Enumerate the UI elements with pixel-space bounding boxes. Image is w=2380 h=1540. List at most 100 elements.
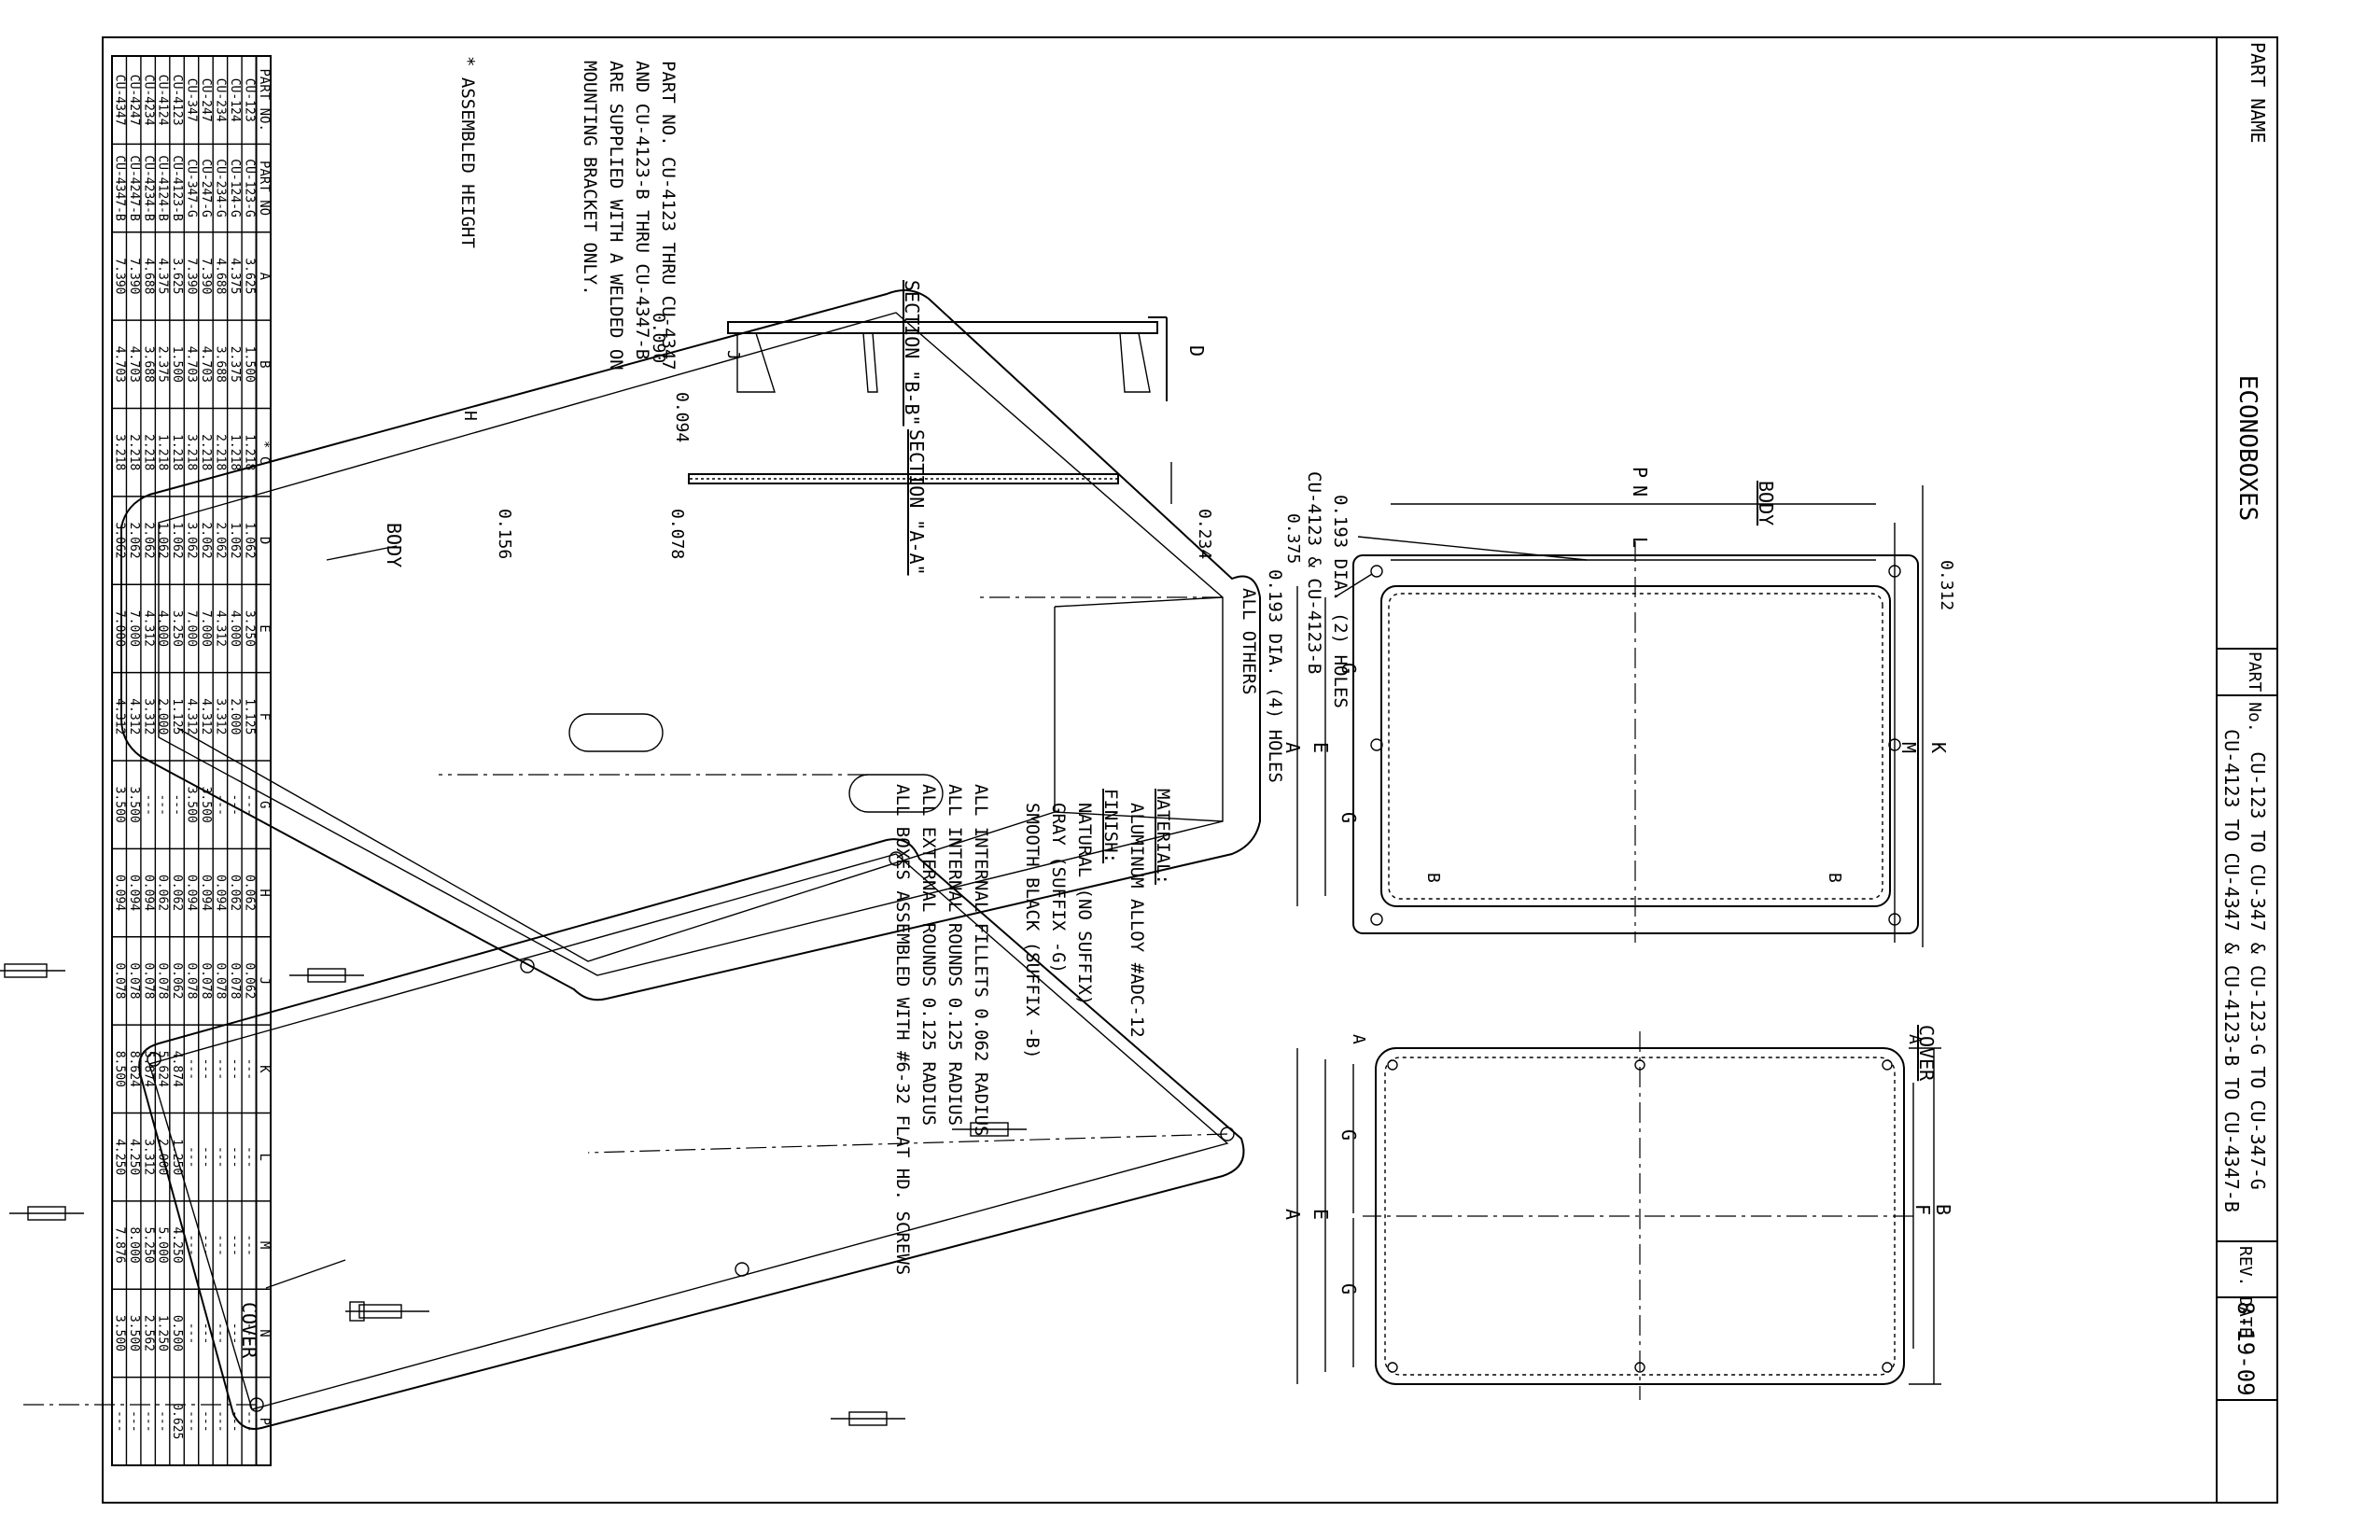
table-cell: 0.094 — [112, 875, 126, 911]
table-cell: 2.062 — [214, 522, 228, 558]
table-cell: 1.062 — [228, 522, 242, 558]
cover-top-view: COVER B F A A G G E A — [1281, 1025, 1954, 1400]
table-cell: CU-4234 — [141, 75, 155, 126]
table-cell: 2.218 — [127, 434, 141, 470]
table-cell: 5.000 — [156, 1226, 170, 1263]
table-cell: 1.218 — [242, 434, 256, 470]
finish-3: SMOOTH BLACK (SUFFIX -B) — [1022, 803, 1043, 1059]
table-cell: --- — [185, 1323, 199, 1344]
table-cell: 3.500 — [127, 1315, 141, 1351]
holes-all-1: 0.193 DIA. (4) HOLES — [1265, 569, 1285, 783]
screw-1 — [345, 1301, 429, 1322]
table-cell: 7.390 — [112, 258, 126, 294]
dim-g3-label: G — [1337, 663, 1360, 674]
table-cell: 4.703 — [185, 346, 199, 383]
table-header-cell: G — [257, 801, 272, 808]
table-cell: 0.062 — [242, 962, 256, 999]
table-cell: 2.375 — [228, 346, 242, 383]
table-cell: 0.094 — [141, 875, 155, 911]
table-cell: 0.062 — [170, 875, 184, 911]
general-note-1: ALL INTERNAL FILLETS 0.062 RADIUS — [971, 784, 991, 1137]
table-cell: 3.312 — [141, 698, 155, 735]
table-cell: 4.312 — [127, 698, 141, 735]
table-cell: 0.078 — [214, 962, 228, 999]
table-cell: --- — [199, 1058, 213, 1080]
table-header-cell: D — [257, 537, 272, 544]
table-header-cell: N — [257, 1329, 272, 1337]
table-cell: --- — [214, 793, 228, 815]
table-cell: --- — [228, 1234, 242, 1255]
table-cell: 4.312 — [199, 698, 213, 735]
table-cell: CU-4124-B — [156, 155, 170, 221]
table-cell: --- — [170, 793, 184, 815]
table-cell: 0.094 — [127, 875, 141, 911]
bracket-note-1: PART NO. CU-4123 THRU CU-4347 — [658, 61, 679, 371]
table-cell: 1.125 — [170, 698, 184, 735]
table-cell: --- — [185, 1410, 199, 1432]
dim-k-label: K — [1927, 742, 1950, 753]
table-cell: 0.078 — [199, 962, 213, 999]
table-cell: CU-123 — [242, 78, 256, 122]
table-header-cell: B — [257, 360, 272, 368]
dim-0234-label: 0.234 — [1195, 509, 1214, 559]
table-cell: --- — [242, 793, 256, 815]
table-cell: 7.000 — [199, 610, 213, 647]
table-cell: 4.703 — [112, 346, 126, 383]
table-cell: 3.500 — [185, 787, 199, 823]
table-cell: 5.624 — [156, 1051, 170, 1087]
table-cell: 2.562 — [141, 1315, 155, 1351]
screw-4 — [9, 1206, 84, 1221]
part-no-line2: CU-4123 TO CU-4347 & CU-4123-B TO CU-434… — [2220, 729, 2243, 1212]
table-cell: 0.500 — [170, 1315, 184, 1351]
assembled-height-note: * ASSEMBLED HEIGHT — [457, 56, 478, 248]
dim-g1-label: G — [1337, 1129, 1360, 1141]
table-cell: 4.250 — [170, 1226, 184, 1263]
part-name-label: PART NAME — [2247, 42, 2269, 143]
part-no-label: PART No. — [2245, 651, 2264, 733]
section-b-view: D H J 0.094 0.090 SECTION "B-B" — [460, 280, 1208, 442]
table-cell: --- — [214, 1058, 228, 1080]
table-header-cell: L — [257, 1153, 272, 1160]
table-cell: 4.312 — [214, 610, 228, 647]
table-cell: 0.625 — [170, 1403, 184, 1439]
table-cell: 2.218 — [214, 434, 228, 470]
table-cell: 1.218 — [156, 434, 170, 470]
general-note-2: ALL INTERNAL ROUNDS 0.125 RADIUS — [945, 784, 965, 1126]
table-cell: 4.688 — [141, 258, 155, 294]
dim-a-label: A — [1281, 1209, 1304, 1220]
table-cell: 1.062 — [170, 522, 184, 558]
table-header-cell: PART NO — [257, 161, 272, 216]
section-a-view: 0.234 0.078 0.156 SECTION "A-A" — [495, 429, 1214, 576]
table-cell: CU-247 — [199, 78, 213, 122]
table-cell: 8.000 — [127, 1226, 141, 1263]
table-cell: 2.062 — [199, 522, 213, 558]
table-cell: 2.375 — [156, 346, 170, 383]
dim-0090-label: 0.090 — [649, 313, 668, 363]
table-cell: 4.250 — [127, 1139, 141, 1175]
screw-2 — [0, 963, 65, 978]
table-cell: 4.703 — [199, 346, 213, 383]
table-cell: 8.500 — [112, 1051, 126, 1087]
table-cell: 0.062 — [170, 962, 184, 999]
iso-cover-label: COVER — [238, 1302, 260, 1359]
table-cell: 2.000 — [228, 698, 242, 735]
table-cell: CU-4347 — [112, 75, 126, 126]
table-cell: 2.062 — [141, 522, 155, 558]
table-cell: 0.094 — [185, 875, 199, 911]
table-cell: 0.078 — [141, 962, 155, 999]
table-cell: 1.218 — [228, 434, 242, 470]
table-header-cell: * C — [257, 441, 272, 464]
table-cell: 3.688 — [141, 346, 155, 383]
dim-n-label: N — [1629, 485, 1651, 497]
screw-5 — [289, 968, 364, 983]
dim-b-label: B — [1932, 1204, 1954, 1215]
table-cell: 0.094 — [199, 875, 213, 911]
table-cell: --- — [242, 1146, 256, 1168]
table-cell: 4.312 — [185, 698, 199, 735]
table-cell: --- — [214, 1234, 228, 1255]
dim-d-label: D — [1185, 345, 1208, 357]
section-a-mark-top: A — [1349, 1034, 1368, 1044]
table-header-cell: M — [257, 1241, 272, 1249]
table-cell: 4.250 — [112, 1139, 126, 1175]
